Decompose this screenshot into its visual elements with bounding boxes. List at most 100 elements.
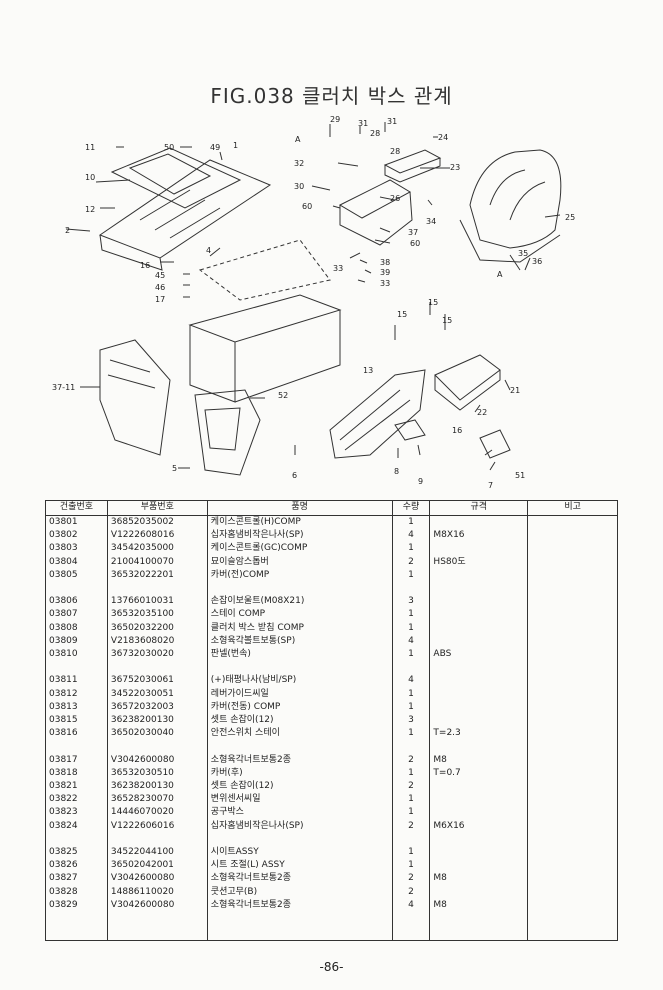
callout-label: 52 [278,391,288,400]
cell-note [527,648,618,662]
cell-no: 03828 [45,885,108,899]
transmission-cover-shape [329,369,426,459]
callout-label: 28 [370,129,380,138]
table-row-gap [45,582,618,596]
callout-label: 6 [292,471,297,480]
cell-spec [429,661,529,675]
callout-label: 30 [294,182,304,191]
cell-qty: 4 [391,529,431,543]
page-number: -86- [319,960,344,974]
cell-note [527,529,618,543]
cell-no: 03821 [45,780,108,794]
cell-qty: 4 [391,634,431,649]
cell-spec [429,568,529,583]
table-header-row: 건출번호 부품번호 품명 수량 규격 비고 [45,500,618,516]
cell-spec [429,885,529,899]
cell-part [106,582,208,596]
cell-qty: 1 [391,793,431,807]
cell-note [527,515,618,530]
cell-name: 클러치 박스 받침 COMP [206,621,393,635]
cell-part: 36732030020 [106,648,208,662]
cell-qty: 1 [391,648,431,662]
callout-label: 29 [330,115,340,124]
cell-no: 03809 [45,634,108,649]
callout-label: 1 [233,141,238,150]
cell-spec [429,634,529,649]
cell-name: 시이트ASSY [206,846,393,860]
cell-qty: 2 [391,885,431,899]
cell-qty: 2 [391,780,431,794]
cell-qty: 1 [391,727,431,741]
cell-qty [391,582,431,596]
cell-part: V3042600080 [106,753,208,767]
cell-part: 36502030040 [106,727,208,741]
callout-label: 15 [397,310,407,319]
cell-part: V1222608016 [106,529,208,543]
cell-no: 03818 [45,766,108,781]
cell-name: 카버(후) [206,766,393,781]
cell-name: 판넬(번속) [206,648,393,662]
callout-label: 8 [394,467,399,476]
cell-no: 03827 [45,872,108,886]
cell-no: 03816 [45,727,108,741]
cell-part: 36532022201 [106,568,208,583]
cell-part: 21004100070 [106,555,208,569]
cell-no: 03811 [45,674,108,688]
control-case-h-shape [110,147,242,209]
cell-note [527,582,618,596]
cell-note [527,780,618,794]
cell-part: 36528230070 [106,793,208,807]
cell-note [527,793,618,807]
cell-name: 셋트 손잡이(12) [206,780,393,794]
cell-qty: 2 [391,753,431,767]
cell-name: 십자홈냄비작은나사(SP) [206,529,393,543]
callout-label: 9 [418,477,423,486]
cell-no: 03813 [45,700,108,715]
cell-no: 03822 [45,793,108,807]
cell-spec [429,595,529,609]
cell-note [527,832,618,847]
cell-part [106,740,208,754]
cell-name: 묘이슬암스톱버 [206,555,393,569]
seat-shape [469,149,562,249]
cell-part: 36572032003 [106,700,208,715]
front-cover-shape [99,339,171,456]
cell-qty: 1 [391,608,431,622]
callout-label: 2 [65,226,70,235]
cell-no: 03829 [45,898,108,913]
cell-name [206,740,393,754]
callout-label: 33 [333,264,343,273]
cell-part: V3042600080 [106,872,208,886]
cell-spec [429,542,529,556]
cell-qty: 1 [391,542,431,556]
callout-labels: 11 50 49 1 10 12 2 16 4 45 46 17 29 31 2… [52,115,575,490]
cell-note [527,542,618,556]
cell-spec [429,714,529,728]
callout-label: 13 [363,366,373,375]
cell-no: 03815 [45,714,108,728]
cell-no: 03810 [45,648,108,662]
cell-note [527,727,618,741]
cell-note [527,885,618,899]
cell-part: 36532035100 [106,608,208,622]
header-cell-quantity: 수량 [391,500,431,516]
callout-label: 36 [532,257,542,266]
cell-qty [391,740,431,754]
cell-qty: 1 [391,806,431,820]
callout-label: 31 [358,119,368,128]
cell-spec: M8X16 [429,529,529,543]
